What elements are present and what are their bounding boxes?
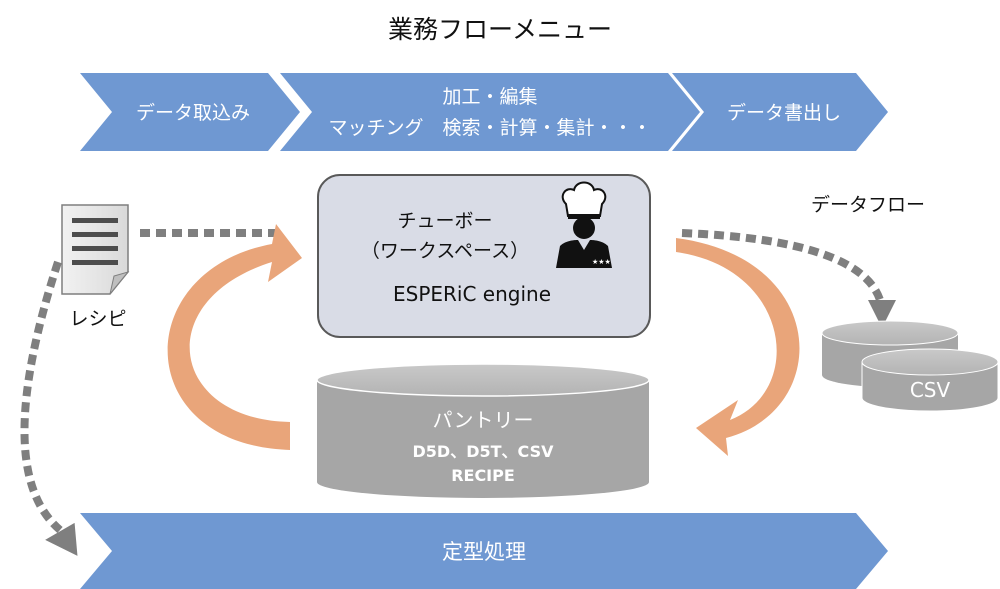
cycle-arrow-left [167,224,302,450]
svg-text:★★★: ★★★ [592,258,611,266]
flow-step-2-label-line2: マッチング 検索・計算・集計・・・ [328,117,651,139]
pantry-title: パントリー [433,408,534,432]
pantry-cylinder [316,363,650,498]
flow-step-2-label-line1: 加工・編集 [442,86,537,108]
csv-cylinders [821,320,999,412]
flow-step-3-label: データ書出し [727,102,841,124]
routine-processing-label: 定型処理 [442,540,526,564]
routine-arrowhead-icon [45,522,78,556]
flow-step-1-label: データ取込み [136,102,250,124]
csv-label: CSV [910,378,951,402]
diagram-title: 業務フローメニュー [388,15,612,44]
data-flow-lines [20,229,884,534]
workspace-engine-name: ESPERiC engine [393,282,551,306]
workspace-title: チューボー [397,210,492,232]
chevron-step-2 [280,73,700,151]
chevron-step-3 [672,73,888,151]
cycle-arrows [167,224,800,456]
chevron-step-1 [80,73,300,151]
pantry-recipe: RECIPE [451,466,515,485]
recipe-to-routine-dotted-line [20,260,63,534]
document-icon [61,204,130,295]
cycle-arrow-right [676,238,800,456]
flow-chevrons: データ取込み 加工・編集 マッチング 検索・計算・集計・・・ データ書出し [80,73,888,151]
routine-processing-arrow [80,513,888,589]
csv-arrowhead-icon [868,300,896,328]
recipe-label: レシピ [69,308,126,330]
pantry-formats: D5D、D5T、CSV [413,442,555,461]
chef-icon: ★★★ [556,181,612,268]
workspace-subtitle: （ワークスペース） [361,240,529,262]
workspace-to-csv-dotted-line [681,229,884,302]
data-flow-label: データフロー [811,194,925,216]
